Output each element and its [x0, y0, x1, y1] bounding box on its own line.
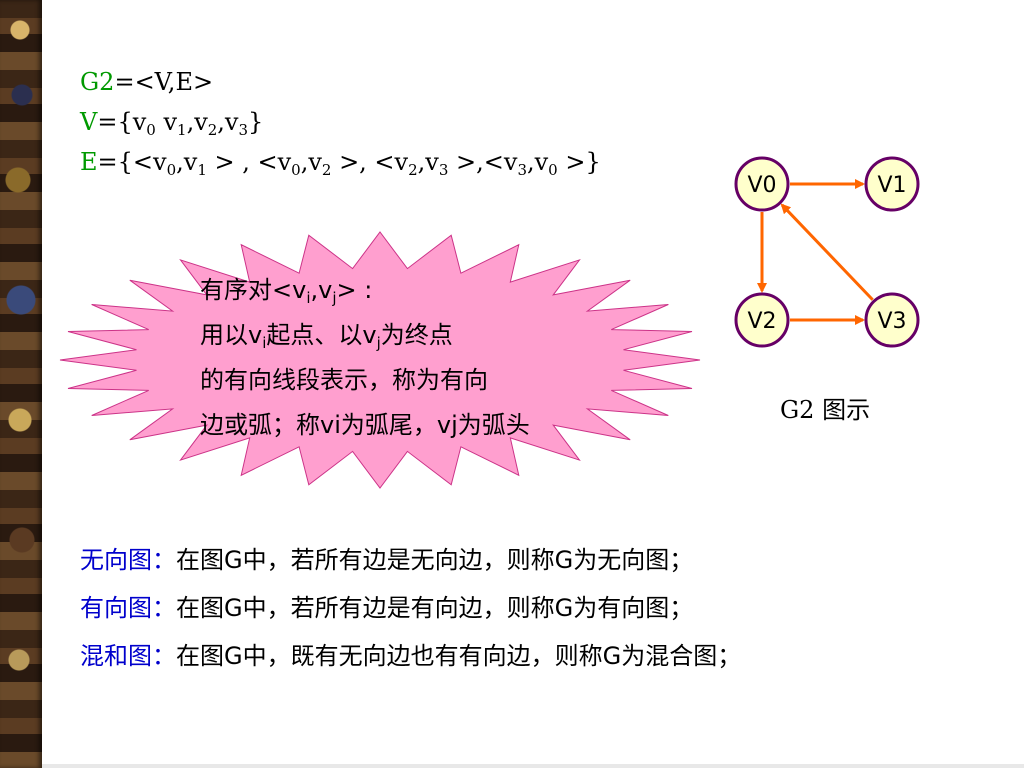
node-v3: V3: [864, 292, 920, 348]
definition-directed-graph: 有向图：在图G中，若所有边是有向边，则称G为有向图；: [80, 594, 694, 622]
callout-line: 有序对<vi,vj> :: [200, 276, 373, 307]
graph-caption: G2 图示: [780, 396, 871, 424]
node-circle: [864, 156, 920, 212]
callout-text: 有序对<vi,vj> : 用以vi起点、以vj为终点 的有向线段表示，称为有向 …: [200, 268, 530, 448]
definition-line-e: E={<v0,v1 > , <v0,v2 >, <v2,v3 >,<v3,v0 …: [80, 148, 601, 179]
node-v2: V2: [734, 292, 790, 348]
callout-line: 边或弧；称vi为弧尾，vj为弧头: [200, 411, 530, 439]
decorative-side-strip: [0, 0, 42, 768]
bottom-divider: [42, 764, 1024, 768]
node-v0: V0: [734, 156, 790, 212]
node-circle: [734, 292, 790, 348]
node-label: V0: [747, 173, 776, 198]
node-label: V3: [877, 309, 906, 334]
node-circle: [864, 292, 920, 348]
node-label: V2: [747, 309, 776, 334]
definition-undirected-graph: 无向图：在图G中，若所有边是无向边，则称G为无向图；: [80, 546, 694, 574]
edge-v3-v0: [780, 203, 874, 301]
graph-definition: G2=<V,E> V={v0 v1,v2,v3} E={<v0,v1 > , <…: [80, 62, 601, 182]
definition-line-v: V={v0 v1,v2,v3}: [80, 108, 264, 139]
node-circle: [734, 156, 790, 212]
node-label: V1: [877, 173, 906, 198]
graph-type-definitions: 无向图：在图G中，若所有边是无向边，则称G为无向图； 有向图：在图G中，若所有边…: [80, 536, 741, 680]
definition-line-g2: G2=<V,E>: [80, 68, 214, 96]
node-v1: V1: [864, 156, 920, 212]
callout-burst-shape: [59, 231, 701, 489]
callout-line: 的有向线段表示，称为有向: [200, 366, 488, 394]
callout-line: 用以vi起点、以vj为终点: [200, 321, 453, 352]
definition-mixed-graph: 混和图：在图G中，既有无向边也有有向边，则称G为混合图；: [80, 642, 742, 670]
